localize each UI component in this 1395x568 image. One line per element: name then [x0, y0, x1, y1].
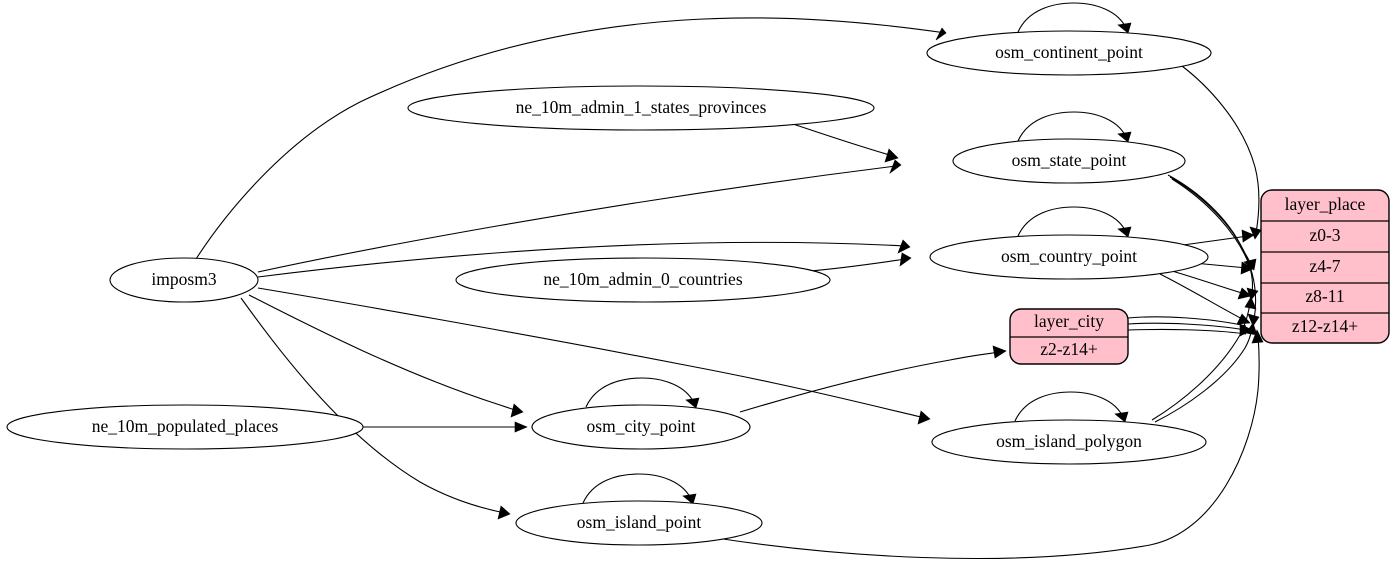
node-osm-state-point[interactable]: osm_state_point [952, 138, 1186, 184]
record-row-layer-city-0[interactable]: z2-z14+ [1040, 339, 1098, 359]
node-osm-island-polygon[interactable]: osm_island_polygon [931, 419, 1207, 465]
node-osm-city-point[interactable]: osm_city_point [531, 404, 751, 450]
edge-ne-states-to-osm-state-point [792, 123, 899, 163]
edge-osm-country-point-to-layer-place-z8-11 [1171, 270, 1252, 300]
record-row-layer-place-0[interactable]: z0-3 [1309, 225, 1340, 245]
node-label-osm-island-point: osm_island_point [577, 512, 702, 532]
record-layer-city[interactable]: layer_city z2-z14+ [1009, 308, 1129, 365]
node-label-ne-states: ne_10m_admin_1_states_provinces [516, 97, 767, 117]
node-ne-10m-admin-0-countries[interactable]: ne_10m_admin_0_countries [455, 257, 831, 303]
record-row-layer-place-3[interactable]: z12-z14+ [1292, 316, 1358, 336]
node-label-osm-continent-point: osm_continent_point [995, 42, 1143, 62]
edge-layer [195, 2, 1264, 559]
record-row-layer-place-1[interactable]: z4-7 [1309, 256, 1340, 276]
node-label-ne-places: ne_10m_populated_places [92, 416, 279, 436]
edge-imposm3-to-osm-country-point [257, 239, 911, 278]
node-label-ne-countries: ne_10m_admin_0_countries [543, 269, 742, 289]
edge-imposm3-to-osm-island-point [240, 297, 511, 520]
edge-osm-city-point-to-layer-city-z2-z14 [739, 345, 1007, 413]
record-title-layer-city: layer_city [1034, 311, 1104, 331]
edge-ne-countries-to-osm-country-point [809, 252, 912, 272]
node-label-osm-city-point: osm_city_point [587, 416, 696, 436]
node-osm-island-point[interactable]: osm_island_point [515, 500, 763, 546]
node-osm-country-point[interactable]: osm_country_point [929, 234, 1209, 280]
record-title-layer-place: layer_place [1285, 194, 1366, 214]
node-ne-10m-populated-places[interactable]: ne_10m_populated_places [6, 404, 364, 450]
node-osm-continent-point[interactable]: osm_continent_point [926, 30, 1212, 76]
node-label-osm-state-point: osm_state_point [1012, 150, 1127, 170]
node-label-imposm3: imposm3 [151, 269, 216, 289]
record-layer-place[interactable]: layer_place z0-3 z4-7 z8-11 z12-z14+ [1260, 189, 1390, 344]
node-label-osm-country-point: osm_country_point [1001, 246, 1137, 266]
edge-osm-country-point-to-layer-place-z12-z14 [1159, 273, 1251, 325]
edge-self-loop-osm-city-point [585, 377, 700, 409]
edge-imposm3-to-osm-island-polygon [257, 287, 931, 425]
edge-osm-continent-point-to-layer-place-z0-3 [1177, 62, 1262, 240]
node-label-osm-island-polygon: osm_island_polygon [996, 431, 1142, 451]
node-layer: osm_continent_point ne_10m_admin_1_state… [6, 30, 1212, 546]
edge-layer-city-to-layer-place-z12-z14 [1127, 316, 1253, 337]
edge-self-loop-osm-island-polygon [1014, 391, 1129, 423]
edge-osm-island-polygon-to-layer-place-z8-11 [1151, 296, 1257, 421]
edge-osm-island-polygon-to-layer-place-z12-z14 [1154, 322, 1258, 423]
edge-imposm3-to-osm-continent-point [195, 17, 947, 260]
edge-osm-island-point-to-layer-place-z12-z14 [709, 329, 1264, 559]
node-ne-10m-admin-1-states-provinces[interactable]: ne_10m_admin_1_states_provinces [407, 85, 875, 131]
edge-self-loop-osm-island-point [582, 473, 697, 505]
record-layer: layer_city z2-z14+ layer_place z0-3 z4-7… [1009, 189, 1390, 365]
node-imposm3[interactable]: imposm3 [109, 257, 259, 303]
edge-osm-country-point-to-layer-place-z0-3 [1182, 229, 1255, 246]
edge-imposm3-to-osm-city-point [248, 294, 524, 418]
edge-self-loop-osm-state-point [1017, 111, 1132, 143]
edge-self-loop-osm-country-point [1017, 206, 1132, 238]
edge-imposm3-to-osm-state-point [257, 159, 902, 273]
record-row-layer-place-2[interactable]: z8-11 [1305, 286, 1344, 306]
edge-self-loop-osm-continent-point [1017, 2, 1132, 34]
edge-osm-state-point-to-layer-place-z12-z14 [1171, 178, 1260, 327]
edge-ne-places-to-osm-city-point [362, 421, 528, 433]
